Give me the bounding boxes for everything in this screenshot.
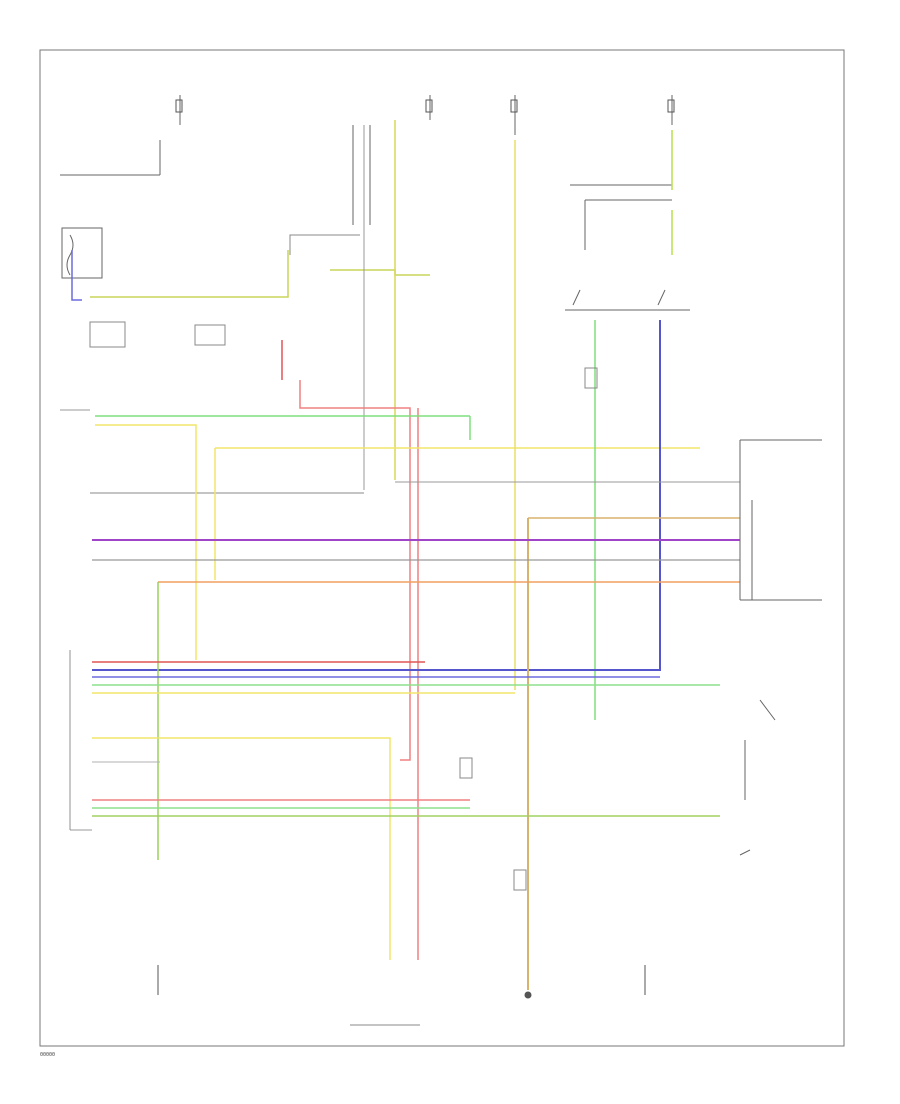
- component-box-center: [350, 367, 598, 1026]
- wire-yellow-green-1: [90, 250, 289, 298]
- switch-right: [739, 699, 776, 856]
- wire-gray-1: [289, 234, 360, 255]
- control-unit-box: [739, 439, 822, 601]
- ground-symbols: [157, 965, 646, 999]
- left-connector-block: [89, 321, 226, 348]
- wire-blue-relay: [71, 250, 82, 301]
- wire-blue-long: [92, 320, 661, 671]
- diagram-footer-id: 00000: [40, 1052, 56, 1058]
- wire-pink-long: [299, 380, 411, 761]
- fuse-symbol: [175, 99, 675, 113]
- left-connector-ticks: [60, 409, 92, 831]
- fuse-feed-center-1: [352, 95, 431, 225]
- wire-yellow-green-2: [330, 269, 430, 276]
- fuse-feed-right: [570, 95, 673, 250]
- relay-right: [565, 289, 690, 311]
- wire-yellow-bottom: [92, 737, 391, 960]
- wire-yellow-2: [95, 424, 197, 660]
- fuse-feed-left: [60, 95, 181, 176]
- diagram-frame: [39, 49, 845, 1047]
- relay-left: [61, 227, 103, 279]
